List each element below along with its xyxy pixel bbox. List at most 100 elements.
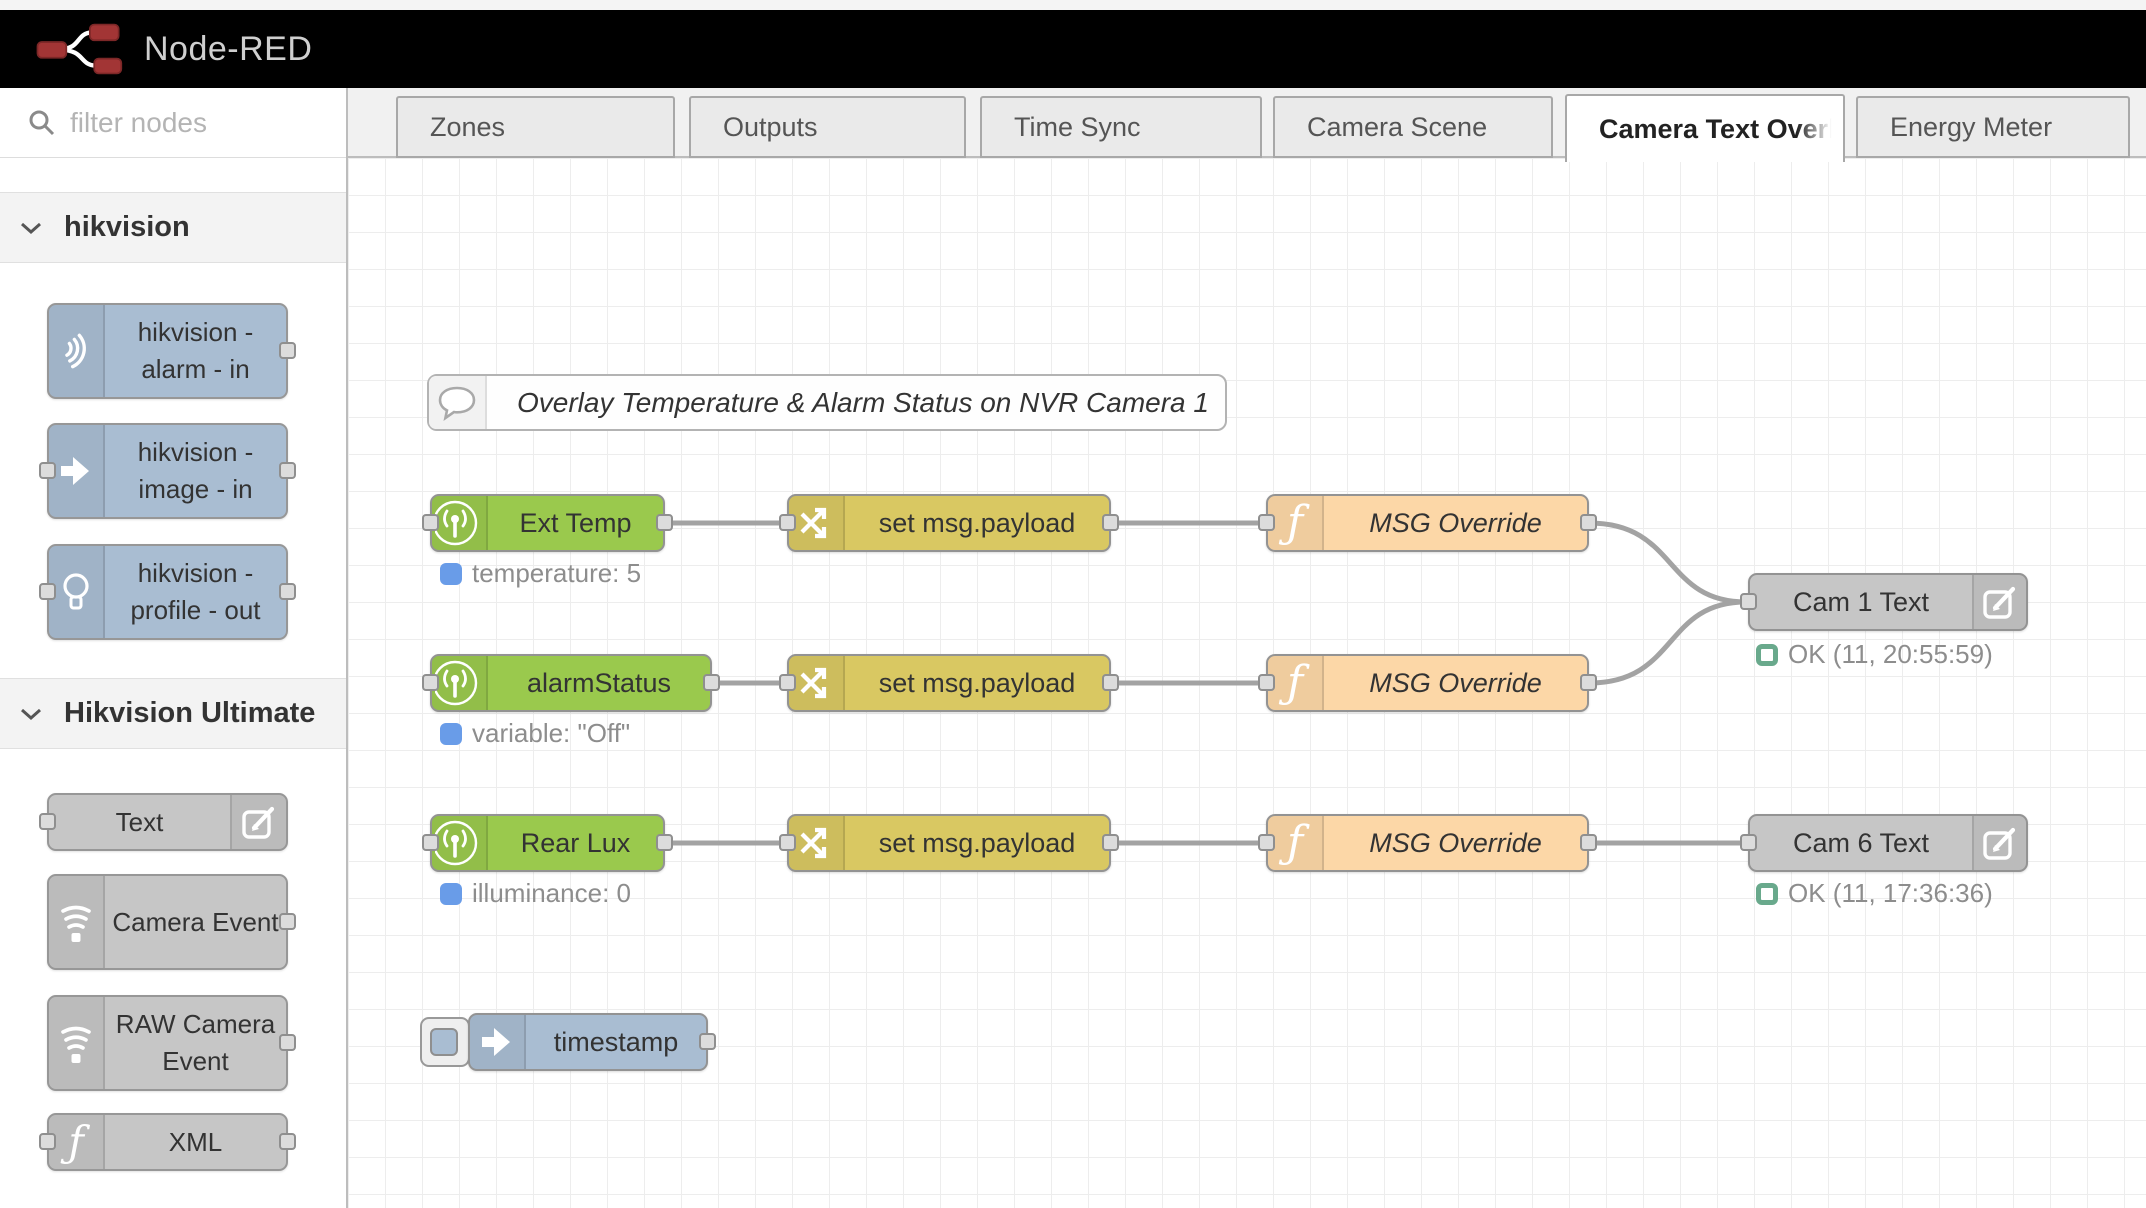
flow-node-cam1-text[interactable]: Cam 1 Text (1740, 573, 2028, 631)
output-port[interactable] (279, 1034, 296, 1051)
comment-node[interactable]: Overlay Temperature & Alarm Status on NV… (427, 374, 1227, 431)
inject-button[interactable] (420, 1017, 470, 1067)
node-label: MSG Override (1369, 507, 1542, 538)
search-icon (29, 110, 55, 135)
output-port[interactable] (699, 1033, 716, 1050)
output-port[interactable] (656, 514, 673, 531)
flow-node-cam6-text[interactable]: Cam 6 Text (1740, 814, 2028, 872)
tab-label-fade (1797, 96, 1843, 162)
flow-node-function-3[interactable]: ƒ MSG Override (1258, 814, 1597, 872)
status-text: OK (11, 20:55:59) (1788, 639, 1993, 669)
output-port[interactable] (279, 583, 296, 600)
input-port[interactable] (1740, 593, 1757, 610)
input-port[interactable] (779, 674, 796, 691)
window-top-strip (0, 0, 2146, 10)
camera-event-icon (49, 997, 105, 1089)
palette-node-label: hikvision - image - in (137, 437, 254, 504)
status-text: OK (11, 17:36:36) (1788, 878, 1993, 908)
palette-node-label: hikvision - profile - out (130, 558, 261, 625)
node-status: OK (11, 17:36:36) (1756, 878, 1993, 909)
node-status: OK (11, 20:55:59) (1756, 639, 1993, 670)
input-port[interactable] (39, 583, 56, 600)
input-port[interactable] (39, 813, 56, 830)
input-port[interactable] (1258, 834, 1275, 851)
input-port[interactable] (779, 834, 796, 851)
output-port[interactable] (1580, 834, 1597, 851)
input-port[interactable] (39, 462, 56, 479)
flow-node-ext-temp[interactable]: Ext Temp (422, 494, 673, 552)
output-port[interactable] (1102, 674, 1119, 691)
palette-node-label: XML (168, 1126, 223, 1157)
output-port[interactable] (279, 462, 296, 479)
tab-label: Time Sync (1014, 111, 1141, 142)
output-port[interactable] (1580, 514, 1597, 531)
flow-node-function-2[interactable]: ƒ MSG Override (1258, 654, 1597, 712)
flow-node-change-1[interactable]: set msg.payload (779, 494, 1119, 552)
output-port[interactable] (656, 834, 673, 851)
node-label: MSG Override (1369, 827, 1542, 858)
lightbulb-icon (49, 546, 105, 638)
status-dot-blue (440, 722, 462, 745)
palette-category-hikvision-ultimate[interactable]: Hikvision Ultimate (0, 678, 346, 749)
flow-node-rear-lux[interactable]: Rear Lux (422, 814, 673, 872)
palette-node-label: Camera Event (112, 906, 279, 937)
flow-node-alarm-status[interactable]: alarmStatus (422, 654, 720, 712)
flow-canvas[interactable]: Overlay Temperature & Alarm Status on NV… (348, 158, 2146, 1208)
tab-outputs[interactable]: Outputs (689, 96, 966, 158)
tab-label: Camera Scene (1307, 111, 1488, 142)
palette-node-hikvision-image-in[interactable]: hikvision - image - in (39, 423, 296, 519)
chevron-down-icon (21, 708, 41, 720)
node-label: set msg.payload (878, 667, 1076, 698)
flow-node-timestamp[interactable]: timestamp (468, 1013, 716, 1071)
alarm-waves-icon (49, 305, 105, 397)
palette-node-xml[interactable]: ƒ XML (39, 1113, 296, 1171)
antenna-icon (432, 816, 488, 870)
input-port[interactable] (39, 1133, 56, 1150)
input-port[interactable] (422, 834, 439, 851)
tab-camera-scene[interactable]: Camera Scene (1273, 96, 1553, 158)
palette-node-text[interactable]: Text (39, 793, 288, 851)
flow-node-change-3[interactable]: set msg.payload (779, 814, 1119, 872)
palette-category-hikvision[interactable]: hikvision (0, 192, 346, 263)
arrow-right-icon (49, 425, 105, 517)
tab-zones[interactable]: Zones (396, 96, 675, 158)
palette-node-raw-camera-event[interactable]: RAW Camera Event (47, 995, 296, 1091)
output-port[interactable] (1102, 834, 1119, 851)
input-port[interactable] (779, 514, 796, 531)
input-port[interactable] (422, 674, 439, 691)
tab-camera-text-overlay[interactable]: Camera Text Overla (1565, 94, 1845, 162)
palette-node-label: RAW Camera Event (115, 1009, 276, 1076)
output-port[interactable] (279, 913, 296, 930)
node-label: timestamp (553, 1026, 679, 1057)
input-port[interactable] (422, 514, 439, 531)
category-label: hikvision (64, 211, 190, 243)
inject-button-inner (430, 1028, 458, 1056)
output-port[interactable] (279, 1133, 296, 1150)
arrow-right-icon (470, 1015, 526, 1069)
wire[interactable] (1586, 599, 1749, 686)
status-ring-green (1756, 643, 1778, 666)
tab-label: Outputs (723, 111, 818, 142)
palette-node-camera-event[interactable]: Camera Event (47, 874, 296, 970)
palette-node-label: hikvision - alarm - in (137, 317, 254, 384)
wire[interactable] (1586, 520, 1749, 605)
output-port[interactable] (1580, 674, 1597, 691)
flow-node-change-2[interactable]: set msg.payload (779, 654, 1119, 712)
filter-nodes-input[interactable] (70, 106, 320, 139)
input-port[interactable] (1740, 834, 1757, 851)
tab-energy-meter[interactable]: Energy Meter (1856, 96, 2130, 158)
status-text: illuminance: 0 (472, 878, 631, 908)
output-port[interactable] (279, 342, 296, 359)
flow-node-function-1[interactable]: ƒ MSG Override (1258, 494, 1597, 552)
output-port[interactable] (703, 674, 720, 691)
palette-node-hikvision-alarm-in[interactable]: hikvision - alarm - in (47, 303, 296, 399)
node-label: Cam 1 Text (1792, 586, 1930, 617)
palette-node-hikvision-profile-out[interactable]: hikvision - profile - out (39, 544, 296, 640)
output-port[interactable] (1102, 514, 1119, 531)
input-port[interactable] (1258, 674, 1275, 691)
tab-time-sync[interactable]: Time Sync (980, 96, 1262, 158)
shuffle-icon (789, 496, 845, 550)
palette-node-label: Text (115, 806, 164, 837)
input-port[interactable] (1258, 514, 1275, 531)
flow-tab-bar: Zones Outputs Time Sync Camera Scene Cam… (348, 88, 2146, 162)
